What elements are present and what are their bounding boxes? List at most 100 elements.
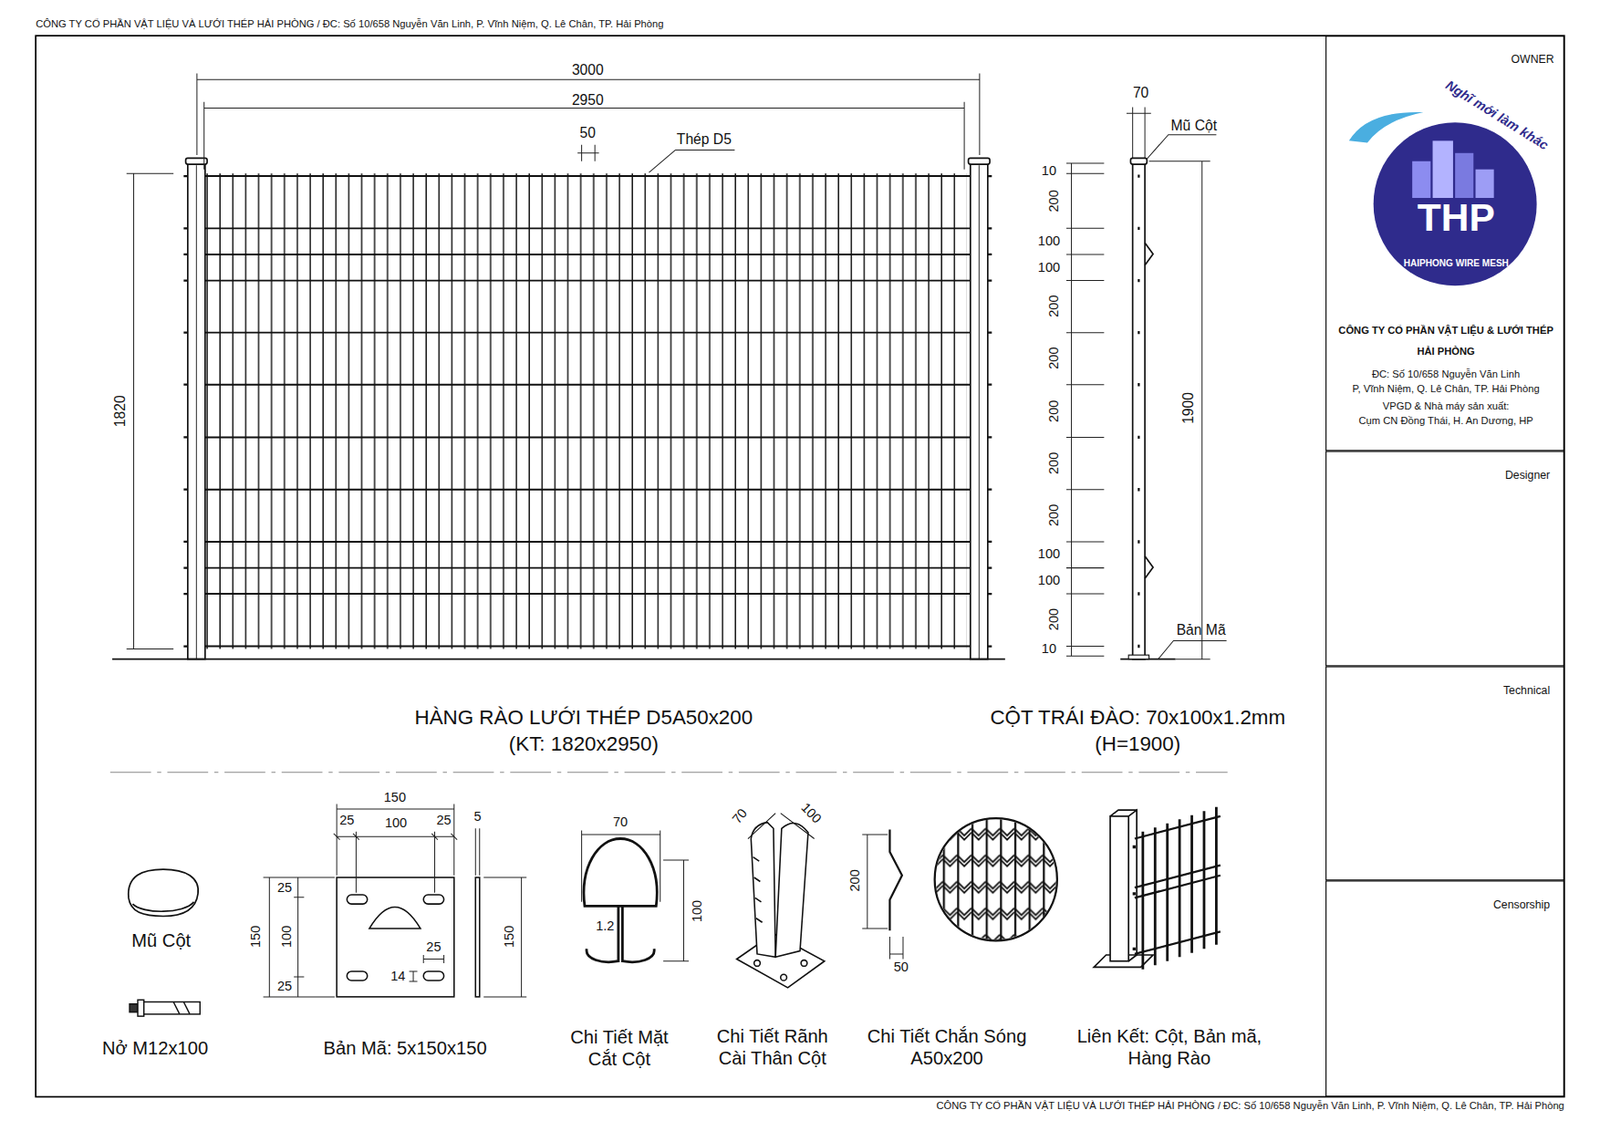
dimension-label: 50 [580, 124, 596, 142]
fence-panel [183, 176, 188, 646]
base-plate [369, 906, 421, 928]
dimension-label: 1900 [1180, 392, 1198, 425]
fence-panel [970, 163, 988, 660]
wave-dimensions [862, 834, 904, 959]
fence-panel [968, 157, 990, 165]
dimension-lines [1126, 106, 1152, 158]
part-label: Bản Mã [1176, 622, 1226, 640]
dimension-label: 25 [425, 938, 441, 955]
wave-detail [889, 829, 902, 931]
connection-illustration [1110, 810, 1137, 817]
logo-mark: THP [1417, 195, 1496, 242]
base-plate [346, 971, 367, 981]
company-logo [1454, 153, 1474, 198]
title-text: (H=1900) [1094, 731, 1181, 757]
base-plate-dimensions [475, 828, 479, 875]
separator-line [110, 771, 1228, 773]
dimension-lines [1149, 161, 1211, 660]
dimension-label: 100 [1038, 572, 1060, 589]
title-text: HÀNG RÀO LƯỚI THÉP D5A50x200 [414, 705, 753, 730]
dimension-label: 2950 [571, 91, 604, 109]
dimension-label: 14 [390, 968, 406, 985]
anchor-bolt [183, 1001, 190, 1014]
column-side-view [1132, 163, 1145, 660]
anchor-bolt [143, 1001, 201, 1014]
column-side-view [1120, 157, 1175, 659]
dimension-label: 3000 [571, 62, 604, 80]
dimension-label: 5 [473, 808, 481, 824]
header-note: CÔNG TY CỔ PHẦN VẬT LIỆU VÀ LƯỚI THÉP HẢ… [35, 18, 664, 31]
logo-slogan: Nghĩ mới làm khác [1443, 77, 1552, 154]
dimension-lines [1066, 163, 1104, 656]
dimension-label: 10 [1041, 162, 1057, 178]
wave-detail [928, 811, 1067, 950]
wave-detail [928, 811, 1067, 950]
company-logo [1412, 161, 1431, 198]
column-side-view [1128, 654, 1149, 659]
base-plate [423, 894, 444, 904]
fence-panel [978, 165, 980, 659]
dimension-label: 150 [384, 789, 406, 806]
groove-illustration [800, 960, 808, 967]
base-plate-dimensions [423, 955, 444, 964]
groove-illustration [775, 823, 809, 958]
column-section [583, 839, 657, 963]
column-cap [128, 869, 198, 916]
base-plate-dimensions [483, 877, 527, 998]
title-block-cell: Technical [1325, 665, 1565, 881]
anchor-bolt [129, 999, 200, 1017]
company-name: HẢI PHÒNG [1416, 345, 1475, 358]
connection-illustration [1132, 846, 1136, 949]
section-dimensions [663, 860, 689, 962]
base-plate-dimensions [333, 831, 458, 894]
dimension-lines [126, 73, 1227, 660]
caption: Liên Kết: Cột, Bản mã, Hàng Rào [1064, 1026, 1274, 1071]
connection-illustration [1128, 810, 1137, 962]
fence-panel [187, 163, 206, 660]
dimension-label: 200 [1046, 189, 1062, 212]
dimension-label: 70 [1132, 83, 1149, 102]
cell-heading: Censorship [1493, 898, 1550, 913]
section-dimensions [581, 831, 661, 903]
column-side-view [1144, 242, 1154, 579]
dimension-label: 25 [277, 879, 292, 895]
base-plate-dimensions [336, 803, 455, 875]
caption: Chi Tiết Rãnh Cài Thân Cột [700, 1026, 844, 1071]
dimension-label: 100 [688, 900, 705, 923]
wave-detail [889, 811, 1067, 950]
dimension-label: 100 [1038, 232, 1060, 249]
base-plate [475, 877, 479, 998]
drawing-frame [35, 35, 1565, 1097]
drawing-frame [35, 35, 1565, 1097]
connection-illustration [1134, 816, 1221, 955]
column-section [583, 839, 657, 907]
connection-illustration [1142, 807, 1217, 970]
dimension-label: 200 [1046, 346, 1062, 369]
base-plate [336, 877, 455, 998]
cell-heading: Technical [1503, 684, 1550, 698]
part-label: Thép D5 [676, 131, 732, 149]
dimension-label: 25 [436, 812, 452, 829]
dimension-label: 25 [277, 978, 292, 995]
dimension-label: 200 [847, 869, 863, 892]
base-plate [346, 894, 367, 904]
company-logo [1475, 169, 1495, 198]
connection-illustration [1093, 807, 1221, 970]
groove-illustration [754, 960, 761, 967]
dimension-label: 200 [1046, 452, 1062, 475]
column-cap [132, 902, 194, 912]
title-text: CỘT TRÁI ĐÀO: 70x100x1.2mm [989, 705, 1286, 730]
section-dimensions [581, 831, 689, 962]
title-block-cell: Designer [1325, 450, 1565, 666]
fence-panel [204, 176, 971, 646]
wave-detail [935, 818, 1058, 941]
dimension-label: 25 [339, 812, 354, 829]
dimension-label: 200 [1046, 608, 1062, 631]
caption: Chi Tiết Mặt Cắt Cột [555, 1027, 684, 1071]
base-plate-dimensions [263, 803, 528, 997]
title-text: (KT: 1820x2950) [509, 731, 659, 757]
dimension-lines [197, 73, 980, 156]
column-side-view [1130, 157, 1147, 165]
